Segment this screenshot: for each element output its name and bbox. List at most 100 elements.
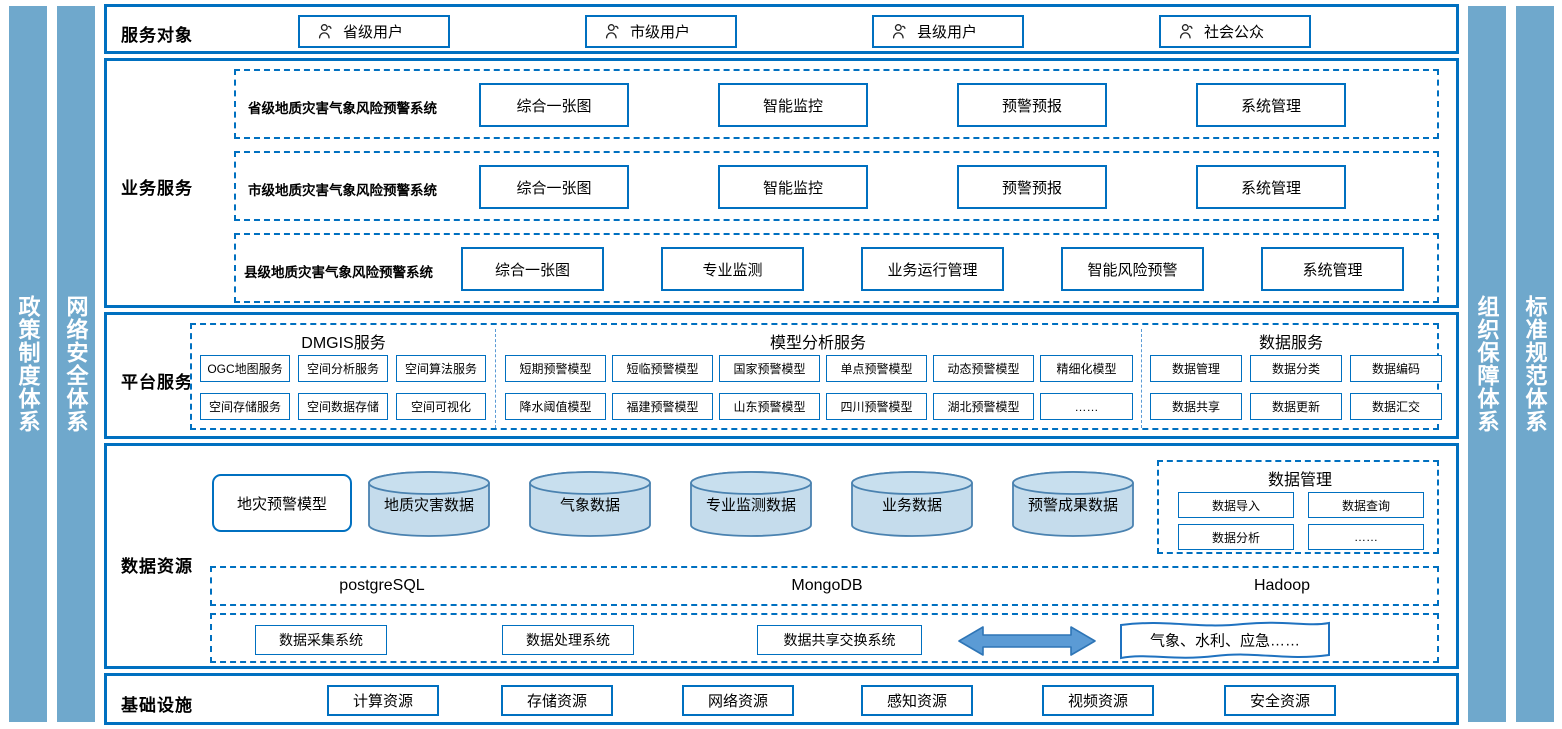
platform-item-fujian-warning-model[interactable]: 福建预警模型 xyxy=(612,393,713,420)
platform-divider-1 xyxy=(495,329,496,428)
external-departments-banner[interactable]: 气象、水利、应急…… xyxy=(1117,619,1333,663)
platform-item-label: 数据管理 xyxy=(1171,362,1220,376)
platform-item-national-warning-model[interactable]: 国家预警模型 xyxy=(719,355,820,382)
system-data-collection[interactable]: 数据采集系统 xyxy=(255,625,387,655)
platform-panel-model-title: 模型分析服务 xyxy=(769,335,866,352)
pillar-standard-system: 标准规范体系 xyxy=(1516,6,1554,722)
infra-item-network-resource[interactable]: 网络资源 xyxy=(682,685,794,716)
data-management-item-import[interactable]: 数据导入 xyxy=(1178,492,1294,518)
business-item-label: 系统管理 xyxy=(1240,97,1301,115)
platform-item-label: 空间分析服务 xyxy=(306,362,379,376)
infra-item-label: 计算资源 xyxy=(352,693,413,710)
platform-item-ogc-map-service[interactable]: OGC地图服务 xyxy=(200,355,290,382)
service-object-public[interactable]: 社会公众 xyxy=(1159,15,1311,48)
data-management-item-query[interactable]: 数据查询 xyxy=(1308,492,1424,518)
platform-item-data-encoding[interactable]: 数据编码 xyxy=(1350,355,1442,382)
infra-item-label: 存储资源 xyxy=(526,693,587,710)
cylinder-label: 预警成果数据 xyxy=(1027,496,1118,514)
business-item-county-3[interactable]: 业务运行管理 xyxy=(861,247,1004,291)
business-group-provincial: 省级地质灾害气象风险预警系统 综合一张图 智能监控 预警预报 系统管理 xyxy=(234,69,1439,139)
platform-item-spatial-data-storage[interactable]: 空间数据存储 xyxy=(298,393,388,420)
system-data-sharing-exchange[interactable]: 数据共享交换系统 xyxy=(757,625,922,655)
platform-item-short-term-warning-model[interactable]: 短期预警模型 xyxy=(505,355,606,382)
platform-item-data-classification[interactable]: 数据分类 xyxy=(1250,355,1342,382)
data-resource-model-box[interactable]: 地灾预警模型 xyxy=(212,474,352,532)
layer-service-objects: 服务对象 省级用户 市级用户 县级用户 xyxy=(104,4,1459,54)
platform-item-data-submission[interactable]: 数据汇交 xyxy=(1350,393,1442,420)
layer-data-resource-title: 数据资源 xyxy=(121,557,193,576)
database-mongodb: MongoDB xyxy=(791,577,863,594)
platform-item-spatial-storage-service[interactable]: 空间存储服务 xyxy=(200,393,290,420)
business-item-municipal-2[interactable]: 智能监控 xyxy=(718,165,868,209)
cylinder-shape xyxy=(690,471,812,537)
business-item-label: 系统管理 xyxy=(1302,261,1363,279)
business-group-municipal: 市级地质灾害气象风险预警系统 综合一张图 智能监控 预警预报 系统管理 xyxy=(234,151,1439,221)
infra-item-computing-resource[interactable]: 计算资源 xyxy=(327,685,439,716)
business-item-provincial-1[interactable]: 综合一张图 xyxy=(479,83,629,127)
platform-item-label: 数据共享 xyxy=(1171,400,1220,414)
layer-infrastructure: 基础设施 计算资源 存储资源 网络资源 感知资源 视频资源 安全资源 xyxy=(104,673,1459,725)
system-data-processing[interactable]: 数据处理系统 xyxy=(502,625,634,655)
layer-platform-service: 平台服务 DMGIS服务 OGC地图服务 空间分析服务 空间算法服务 空间存储服… xyxy=(104,312,1459,439)
platform-item-single-point-warning-model[interactable]: 单点预警模型 xyxy=(826,355,927,382)
platform-item-label: 精细化模型 xyxy=(1056,362,1117,376)
business-item-county-5[interactable]: 系统管理 xyxy=(1261,247,1404,291)
infra-item-security-resource[interactable]: 安全资源 xyxy=(1224,685,1336,716)
platform-item-sichuan-warning-model[interactable]: 四川预警模型 xyxy=(826,393,927,420)
business-item-county-1[interactable]: 综合一张图 xyxy=(461,247,604,291)
bidirectional-arrow-icon xyxy=(958,626,1096,656)
platform-item-hubei-warning-model[interactable]: 湖北预警模型 xyxy=(933,393,1034,420)
cylinder-business-data[interactable]: 业务数据 xyxy=(850,471,974,537)
business-item-municipal-1[interactable]: 综合一张图 xyxy=(479,165,629,209)
business-item-county-4[interactable]: 智能风险预警 xyxy=(1061,247,1204,291)
cylinder-professional-monitoring-data[interactable]: 专业监测数据 xyxy=(689,471,813,537)
platform-item-spatial-visualization[interactable]: 空间可视化 xyxy=(396,393,486,420)
platform-item-label: OGC地图服务 xyxy=(207,362,283,376)
layer-business-service-title: 业务服务 xyxy=(121,179,193,198)
infra-item-storage-resource[interactable]: 存储资源 xyxy=(501,685,613,716)
cylinder-label: 业务数据 xyxy=(881,496,942,514)
business-item-provincial-2[interactable]: 智能监控 xyxy=(718,83,868,127)
business-item-municipal-3[interactable]: 预警预报 xyxy=(957,165,1107,209)
data-management-item-analysis[interactable]: 数据分析 xyxy=(1178,524,1294,550)
layer-infrastructure-title: 基础设施 xyxy=(121,696,193,715)
business-item-provincial-4[interactable]: 系统管理 xyxy=(1196,83,1346,127)
cylinder-label: 专业监测数据 xyxy=(705,496,796,514)
service-object-county-user[interactable]: 县级用户 xyxy=(872,15,1024,48)
cylinder-shape xyxy=(368,471,490,537)
infra-item-video-resource[interactable]: 视频资源 xyxy=(1042,685,1154,716)
platform-item-label: 国家预警模型 xyxy=(733,362,806,376)
infra-item-sensing-resource[interactable]: 感知资源 xyxy=(861,685,973,716)
wavy-banner-shape xyxy=(1120,621,1330,660)
platform-item-refined-model[interactable]: 精细化模型 xyxy=(1040,355,1133,382)
data-management-item-label: 数据查询 xyxy=(1341,498,1390,513)
service-object-label: 市级用户 xyxy=(630,24,691,41)
business-item-county-2[interactable]: 专业监测 xyxy=(661,247,804,291)
business-item-municipal-4[interactable]: 系统管理 xyxy=(1196,165,1346,209)
business-item-provincial-3[interactable]: 预警预报 xyxy=(957,83,1107,127)
platform-item-imminent-warning-model[interactable]: 短临预警模型 xyxy=(612,355,713,382)
pillar-network-security-system: 网络安全体系 xyxy=(57,6,95,722)
platform-item-more-models[interactable]: …… xyxy=(1040,393,1133,420)
platform-item-rainfall-threshold-model[interactable]: 降水阈值模型 xyxy=(505,393,606,420)
business-item-label: 综合一张图 xyxy=(516,97,592,115)
platform-item-data-sharing[interactable]: 数据共享 xyxy=(1150,393,1242,420)
platform-item-shandong-warning-model[interactable]: 山东预警模型 xyxy=(719,393,820,420)
cylinder-geological-disaster-data[interactable]: 地质灾害数据 xyxy=(367,471,491,537)
platform-item-dynamic-warning-model[interactable]: 动态预警模型 xyxy=(933,355,1034,382)
platform-item-data-management[interactable]: 数据管理 xyxy=(1150,355,1242,382)
service-object-provincial-user[interactable]: 省级用户 xyxy=(298,15,450,48)
business-item-label: 智能监控 xyxy=(762,97,823,115)
layer-data-resource: 数据资源 地灾预警模型 地质灾害数据 气象数据 专业监测数据 xyxy=(104,443,1459,669)
data-management-item-more[interactable]: …… xyxy=(1308,524,1424,550)
service-object-municipal-user[interactable]: 市级用户 xyxy=(585,15,737,48)
person-icon xyxy=(892,24,906,39)
data-management-panel: 数据管理 数据导入 数据查询 数据分析 …… xyxy=(1157,460,1439,554)
platform-item-data-update[interactable]: 数据更新 xyxy=(1250,393,1342,420)
platform-item-label: 湖北预警模型 xyxy=(947,400,1020,414)
platform-item-spatial-algorithm-service[interactable]: 空间算法服务 xyxy=(396,355,486,382)
platform-item-spatial-analysis-service[interactable]: 空间分析服务 xyxy=(298,355,388,382)
cylinder-warning-result-data[interactable]: 预警成果数据 xyxy=(1011,471,1135,537)
cylinder-meteorological-data[interactable]: 气象数据 xyxy=(528,471,652,537)
business-item-label: 综合一张图 xyxy=(516,179,592,197)
